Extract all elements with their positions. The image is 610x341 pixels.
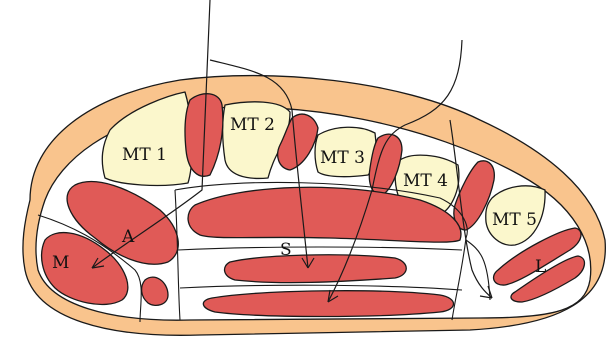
label-lateral: L <box>535 257 546 277</box>
label-mt4: MT 4 <box>403 171 448 191</box>
label-adductor: A <box>121 227 135 247</box>
deep-plantar-muscle <box>203 291 453 317</box>
label-medial: M <box>52 253 69 273</box>
superficial-muscle <box>225 255 407 283</box>
label-mt5: MT 5 <box>492 210 537 230</box>
label-mt1: MT 1 <box>122 145 167 165</box>
label-mt3: MT 3 <box>320 148 365 168</box>
label-superficial: S <box>280 240 292 260</box>
label-mt2: MT 2 <box>230 115 275 135</box>
